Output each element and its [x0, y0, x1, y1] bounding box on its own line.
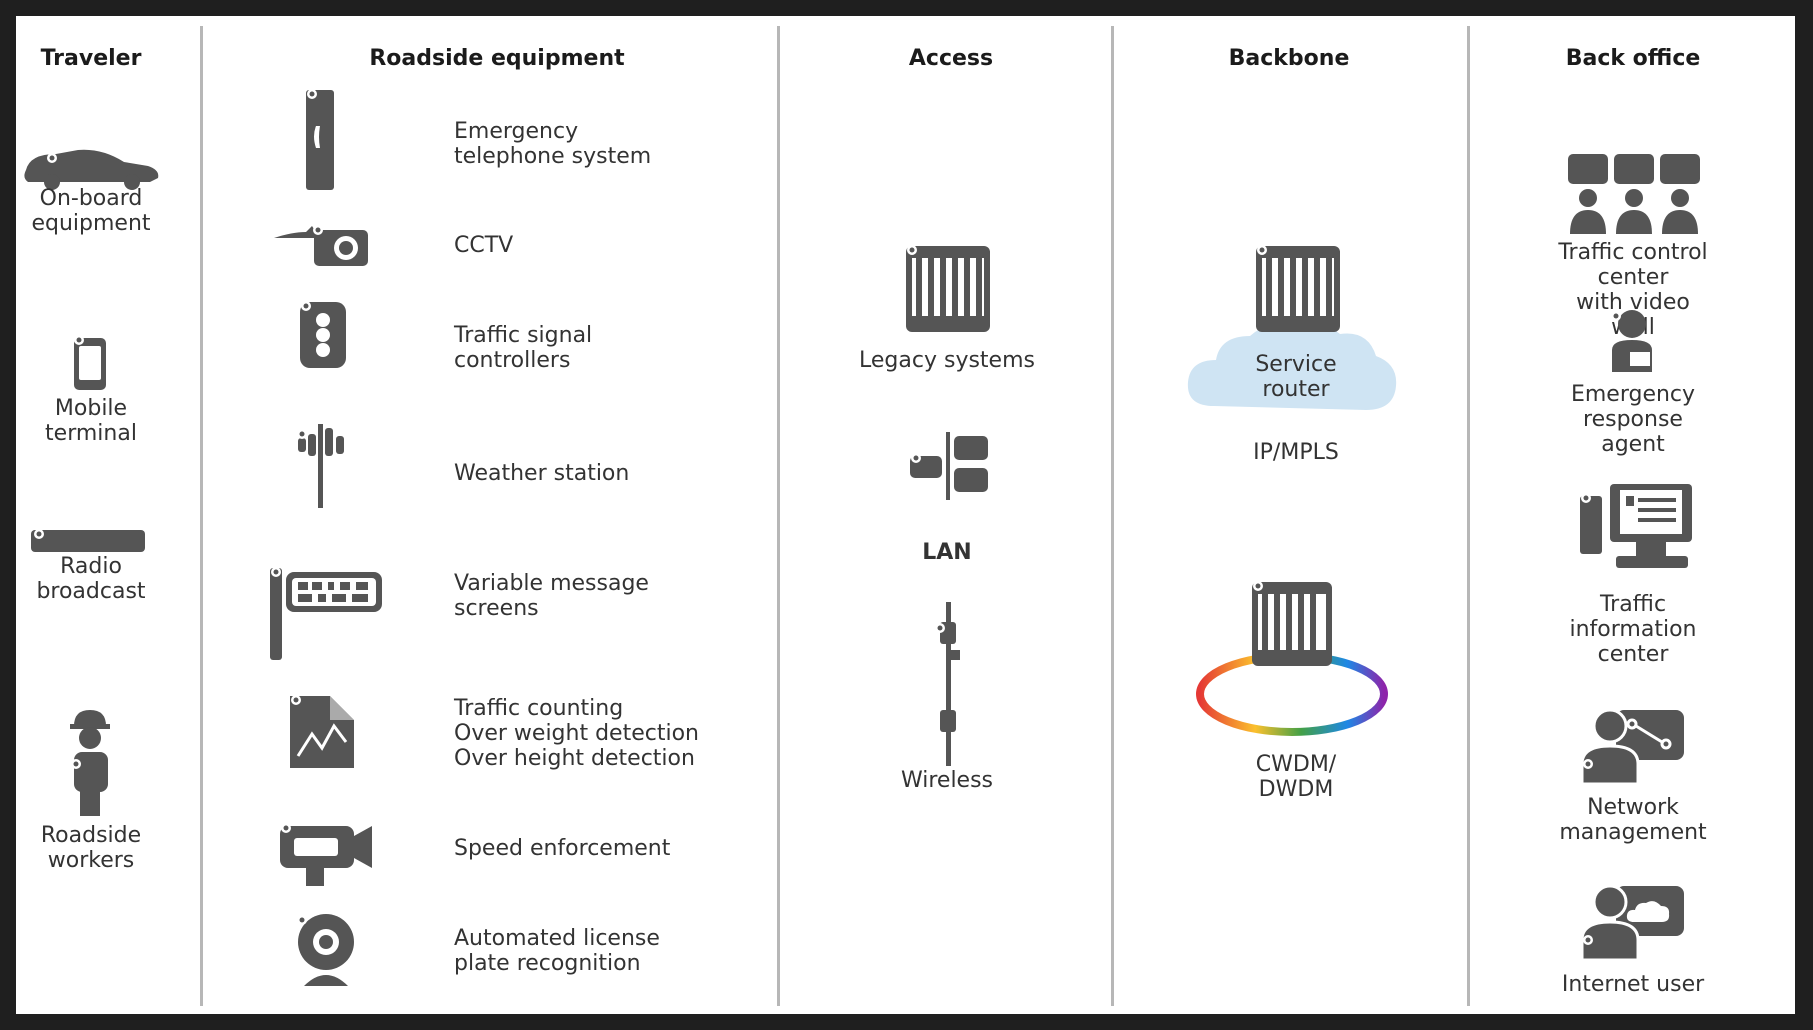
roadside-label-5: Variable message screens — [454, 571, 649, 621]
backoffice-title: Back office — [1565, 46, 1701, 71]
backoffice-label-1: Traffic control center with video wall — [1558, 240, 1708, 340]
internet-user-icon — [1580, 884, 1684, 962]
traffic-light-icon — [300, 301, 346, 368]
backbone-label-1: Service router — [1255, 352, 1337, 402]
network-management-icon — [1580, 708, 1684, 786]
traveler-title: Traveler — [40, 46, 142, 71]
access-title: Access — [908, 46, 994, 71]
traveler-label-3: Radio broadcast — [36, 554, 146, 604]
roadside-label-1: Emergency telephone system — [454, 119, 652, 169]
column-separator — [1111, 26, 1114, 1006]
traveler-label-2: Mobile terminal — [45, 396, 137, 446]
radio-bar-icon — [31, 529, 145, 552]
car-icon — [24, 149, 159, 190]
backbone-label-3: CWDM/ DWDM — [1255, 752, 1337, 802]
roadside-label-7: Speed enforcement — [454, 836, 671, 861]
mobile-phone-icon — [74, 335, 106, 390]
column-separator — [777, 26, 780, 1006]
speed-camera-icon — [280, 823, 372, 886]
cloud-icon — [1187, 323, 1397, 410]
access-label-3: Wireless — [900, 768, 994, 793]
roadside-label-4: Weather station — [454, 461, 630, 486]
backoffice-label-2: Emergency response agent — [1570, 382, 1696, 457]
roadside-label-8: Automated license plate recognition — [454, 926, 660, 976]
roadside-title: Roadside equipment — [369, 46, 625, 71]
agent-icon — [1611, 310, 1652, 372]
backoffice-label-5: Internet user — [1561, 972, 1705, 997]
roadside-label-3: Traffic signal controllers — [454, 323, 593, 373]
cctv-icon — [274, 225, 368, 266]
traveler-label-1: On-board equipment — [31, 186, 151, 236]
backbone-title: Backbone — [1228, 46, 1350, 71]
video-wall-icon — [1568, 154, 1700, 234]
worker-icon — [70, 710, 110, 816]
column-separator — [200, 26, 203, 1006]
backoffice-label-3: Traffic information center — [1569, 592, 1697, 667]
router-icon — [1256, 245, 1340, 332]
chart-document-icon — [290, 695, 354, 768]
emergency-phone-icon — [306, 89, 334, 190]
access-label-1: Legacy systems — [859, 348, 1035, 373]
weather-station-icon — [297, 424, 344, 508]
message-sign-icon — [270, 567, 382, 660]
wireless-tower-icon — [935, 602, 960, 766]
roadside-label-2: CCTV — [454, 233, 514, 258]
legacy-system-icon — [906, 245, 990, 332]
column-separator — [1467, 26, 1470, 1006]
lan-switch-icon — [910, 432, 988, 500]
backbone-label-2: IP/MPLS — [1253, 440, 1339, 465]
traveler-label-4: Roadside workers — [40, 823, 142, 873]
backoffice-label-4: Network management — [1559, 795, 1707, 845]
access-label-2: LAN — [922, 540, 972, 565]
optical-ring-icon — [1196, 581, 1388, 736]
diagram-canvas: Traveler Roadside equipment Access Backb… — [16, 16, 1795, 1014]
computer-icon — [1580, 484, 1692, 568]
roadside-label-6: Traffic counting Over weight detection O… — [454, 696, 699, 771]
webcam-icon — [297, 914, 354, 986]
